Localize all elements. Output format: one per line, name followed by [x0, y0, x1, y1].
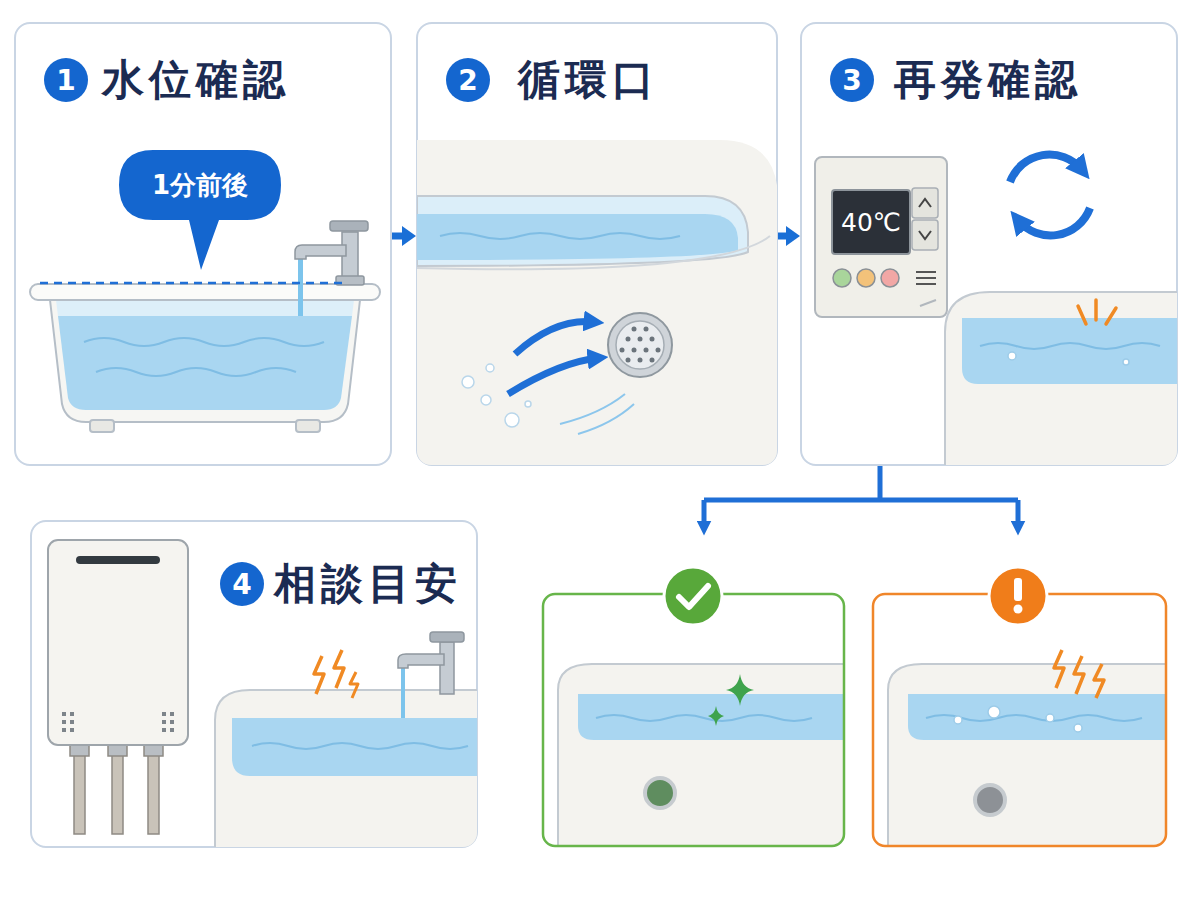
ok-result-box	[558, 664, 843, 845]
remote-display: 40℃	[831, 189, 911, 255]
warning-result-box	[888, 650, 1165, 845]
ok-result-box	[596, 715, 812, 721]
ok-result-box	[558, 664, 843, 845]
warning-result-box	[975, 785, 1005, 815]
step-number: 2	[446, 58, 490, 102]
warning-result-box	[954, 706, 1082, 732]
warning-result-box	[873, 594, 1166, 846]
arrow-head	[786, 226, 800, 246]
step-number: 4	[220, 562, 264, 606]
step-heading: 水位確認	[102, 54, 290, 106]
branch-connector	[704, 466, 1018, 500]
arrow-head	[402, 226, 416, 246]
warning-result-box	[1054, 650, 1064, 688]
step-heading: 循環口	[518, 54, 659, 106]
step-heading: 再発確認	[894, 54, 1082, 106]
warning-result-box	[926, 715, 1142, 721]
speech-bubble-shape	[119, 150, 281, 270]
ok-result-box	[726, 674, 754, 706]
warning-result-box	[1094, 664, 1104, 698]
ok-result-box	[679, 586, 708, 607]
flow-arrow	[778, 226, 800, 246]
arrow-shaft	[392, 233, 404, 240]
warning-result-box	[1014, 605, 1023, 614]
temperature-reading: 40℃	[841, 208, 901, 237]
warning-result-box	[1014, 578, 1022, 601]
branch-connector	[702, 500, 707, 528]
warning-result-box	[989, 567, 1047, 625]
step-heading: 相談目安	[274, 558, 462, 610]
ok-result-box	[664, 567, 722, 625]
step-panel: 3 再発確認 40℃	[800, 22, 1178, 466]
ok-result-box	[543, 594, 844, 846]
warning-result-box	[988, 706, 1000, 718]
ok-result-box	[708, 706, 724, 726]
warning-result-box	[1046, 714, 1054, 722]
warning-result-box	[908, 694, 1165, 740]
warning-result-box	[954, 716, 962, 724]
flow-arrow	[392, 226, 416, 246]
step-panel: 1 水位確認 1分前後	[14, 22, 392, 466]
warning-result-box	[1074, 656, 1084, 694]
bubble-text: 1分前後	[119, 150, 281, 220]
step-panel: 2 循環口	[416, 22, 778, 466]
step-number: 1	[44, 58, 88, 102]
ok-result-box	[543, 594, 844, 846]
arrow-shaft	[778, 233, 788, 240]
branch-connector	[1016, 500, 1021, 528]
warning-result-box	[873, 567, 1170, 850]
ok-result-box	[543, 567, 848, 850]
warning-result-box	[1074, 724, 1082, 732]
speech-bubble-shape	[119, 150, 281, 272]
warning-result-box	[888, 664, 1165, 845]
step-panel: 4相談目安	[30, 520, 478, 848]
ok-result-box	[645, 778, 675, 808]
warning-result-box	[873, 594, 1166, 846]
speech-bubble: 1分前後	[119, 150, 281, 272]
branch-connector	[704, 466, 1018, 528]
step-number: 3	[830, 58, 874, 102]
ok-result-box	[578, 694, 843, 740]
